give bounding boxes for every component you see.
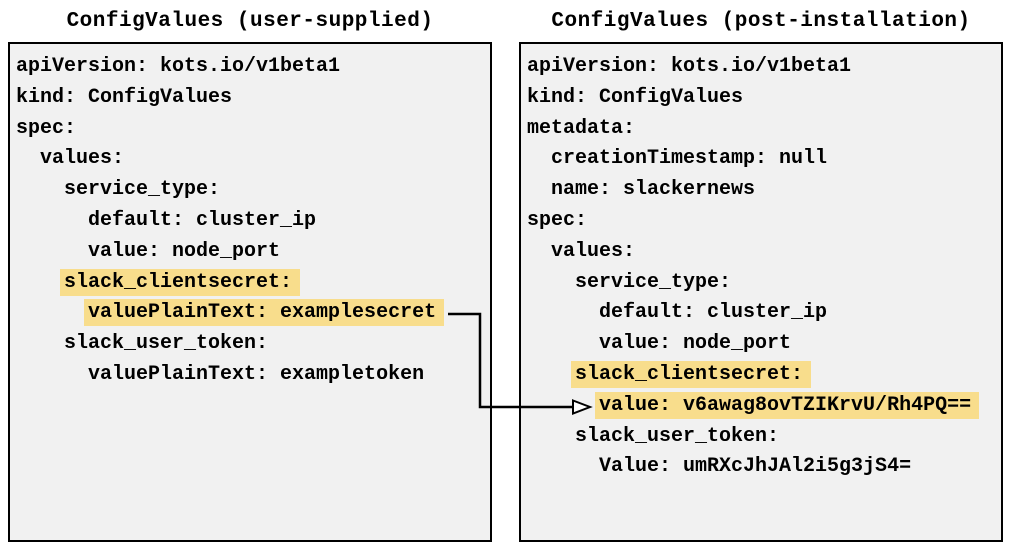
highlighted-text: slack_clientsecret: bbox=[60, 268, 301, 296]
code-line: valuePlainText: examplesecret bbox=[16, 298, 490, 329]
code-text: service_type: bbox=[575, 270, 732, 294]
code-text: default: cluster_ip bbox=[88, 208, 317, 232]
code-text: apiVersion: kots.io/v1beta1 bbox=[16, 55, 341, 78]
code-text: default: cluster_ip bbox=[599, 301, 828, 325]
code-text: value: node_port bbox=[599, 332, 792, 356]
code-line: default: cluster_ip bbox=[16, 206, 490, 237]
code-line: default: cluster_ip bbox=[527, 298, 1001, 329]
user-supplied-yaml-code: apiVersion: kots.io/v1beta1 kind: ConfigV… bbox=[10, 44, 490, 391]
highlighted-text: valuePlainText: examplesecret bbox=[84, 299, 445, 327]
code-text: creationTimestamp: null bbox=[551, 147, 828, 171]
code-line: slack_clientsecret: bbox=[16, 268, 490, 299]
right-panel-title: ConfigValues (post-installation) bbox=[551, 10, 971, 33]
code-line: creationTimestamp: null bbox=[527, 144, 1001, 175]
code-line: service_type: bbox=[527, 268, 1001, 299]
code-text: service_type: bbox=[64, 178, 221, 202]
code-line: slack_clientsecret: bbox=[527, 360, 1001, 391]
code-text: spec: bbox=[16, 116, 77, 140]
code-line: kind: ConfigValues bbox=[527, 83, 1001, 114]
left-panel-title: ConfigValues (user-supplied) bbox=[66, 10, 434, 33]
code-line: apiVersion: kots.io/v1beta1 bbox=[527, 52, 1001, 83]
code-line: valuePlainText: exampletoken bbox=[16, 360, 490, 391]
post-installation-yaml-code: apiVersion: kots.io/v1beta1 kind: ConfigV… bbox=[521, 44, 1001, 483]
code-line: service_type: bbox=[16, 175, 490, 206]
code-line: value: node_port bbox=[16, 237, 490, 268]
code-text: valuePlainText: exampletoken bbox=[88, 362, 425, 386]
code-line: values: bbox=[527, 237, 1001, 268]
highlighted-text: slack_clientsecret: bbox=[571, 360, 812, 388]
code-text: metadata: bbox=[527, 116, 636, 140]
code-text: kind: ConfigValues bbox=[16, 85, 233, 109]
code-text: values: bbox=[40, 147, 125, 171]
code-text: name: slackernews bbox=[551, 178, 756, 202]
code-text: Value: umRXcJhJAl2i5g3jS4= bbox=[599, 455, 912, 479]
code-text: slack_user_token: bbox=[64, 332, 269, 356]
code-line: name: slackernews bbox=[527, 175, 1001, 206]
user-supplied-config-panel: apiVersion: kots.io/v1beta1 kind: ConfigV… bbox=[8, 42, 492, 542]
code-text: value: node_port bbox=[88, 239, 281, 263]
code-line: values: bbox=[16, 144, 490, 175]
code-text: slack_user_token: bbox=[575, 424, 780, 448]
highlighted-text: value: v6awag8ovTZIKrvU/Rh4PQ== bbox=[595, 391, 980, 419]
code-text: values: bbox=[551, 239, 636, 263]
code-line: value: node_port bbox=[527, 329, 1001, 360]
code-text: kind: ConfigValues bbox=[527, 85, 744, 109]
code-line: Value: umRXcJhJAl2i5g3jS4= bbox=[527, 452, 1001, 483]
code-text: apiVersion: kots.io/v1beta1 bbox=[527, 55, 852, 78]
code-line: value: v6awag8ovTZIKrvU/Rh4PQ== bbox=[527, 391, 1001, 422]
code-line: spec: bbox=[527, 206, 1001, 237]
code-line: slack_user_token: bbox=[16, 329, 490, 360]
code-line: metadata: bbox=[527, 114, 1001, 145]
code-line: spec: bbox=[16, 114, 490, 145]
code-line: slack_user_token: bbox=[527, 422, 1001, 453]
code-line: kind: ConfigValues bbox=[16, 83, 490, 114]
code-text: spec: bbox=[527, 208, 588, 232]
post-installation-config-panel: apiVersion: kots.io/v1beta1 kind: ConfigV… bbox=[519, 42, 1003, 542]
code-line: apiVersion: kots.io/v1beta1 bbox=[16, 52, 490, 83]
